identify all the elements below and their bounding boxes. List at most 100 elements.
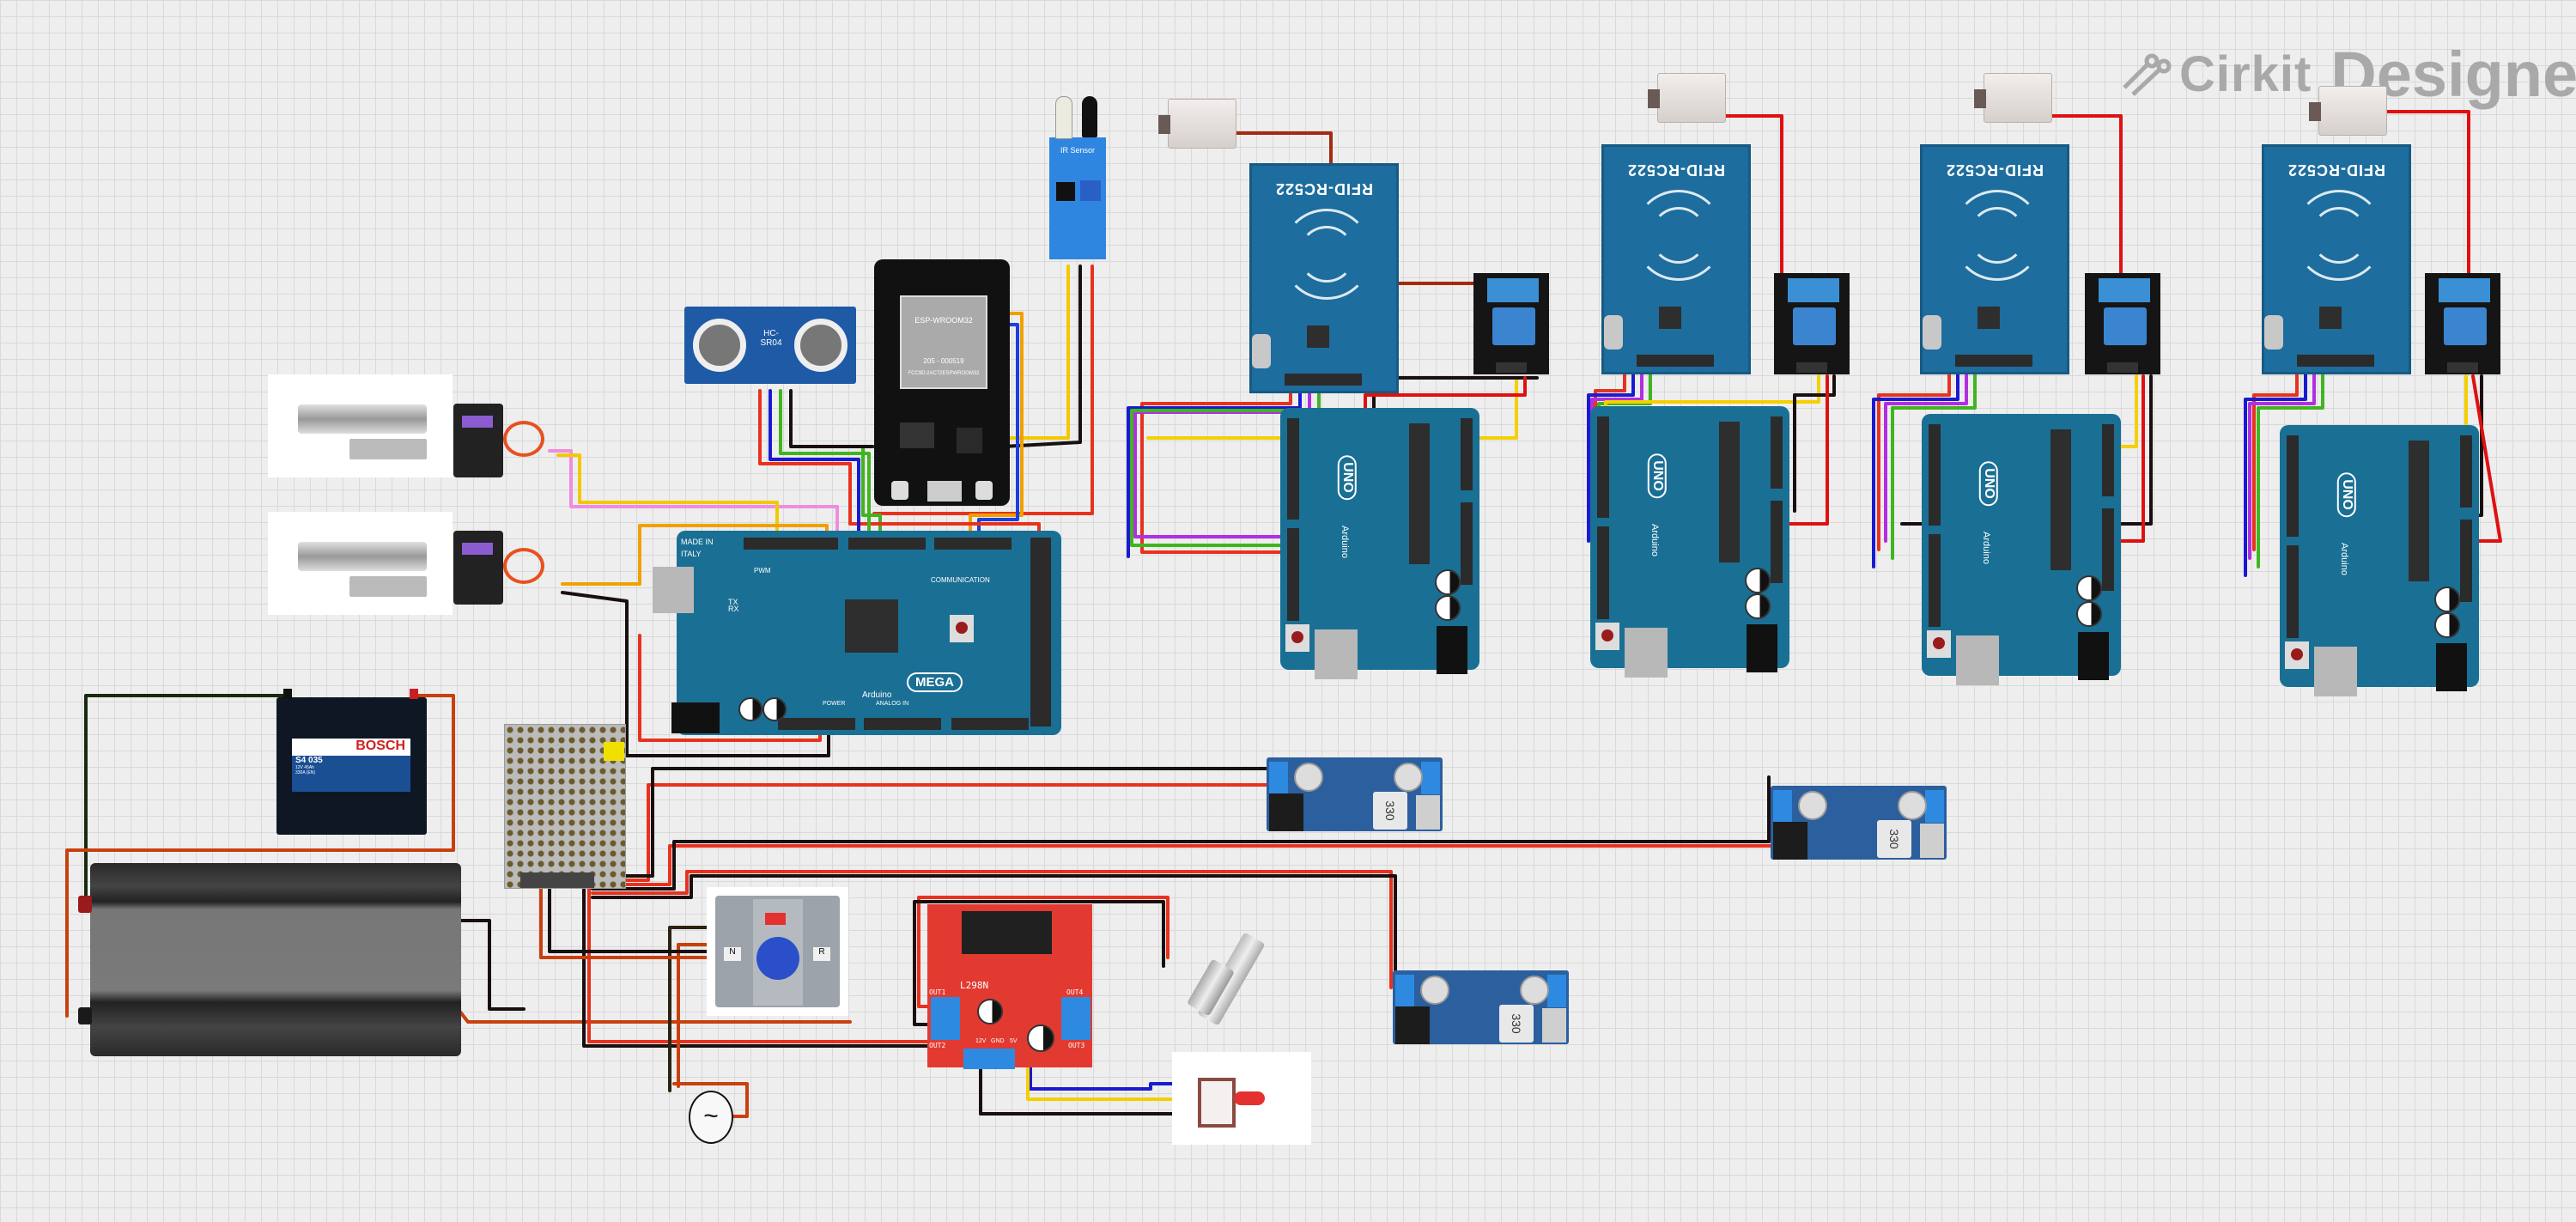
- toggle-switch[interactable]: [1172, 1052, 1311, 1145]
- servo-motor-2[interactable]: [453, 531, 544, 605]
- buck-dc-jack[interactable]: [1395, 1006, 1430, 1044]
- solenoid-lock-1[interactable]: [1158, 99, 1236, 149]
- buck-usb-port[interactable]: [1920, 824, 1944, 858]
- uno-power-header[interactable]: [2102, 508, 2114, 591]
- buck-usb-port[interactable]: [1416, 795, 1440, 830]
- relay-terminal-block[interactable]: [2099, 278, 2150, 302]
- uno-digital-header-2[interactable]: [1929, 534, 1941, 627]
- uno-digital-header-1[interactable]: [1929, 424, 1941, 526]
- pneumatic-cylinder-2[interactable]: [268, 512, 453, 615]
- uno-reset-button[interactable]: [1285, 624, 1309, 652]
- rfid-pin-header[interactable]: [1637, 355, 1714, 367]
- rfid-rc522-reader-3[interactable]: RFID-RC522: [1920, 144, 2069, 374]
- relay-pin-header[interactable]: [2447, 362, 2478, 373]
- relay-module-3[interactable]: [2085, 273, 2160, 374]
- relay-module-2[interactable]: [1774, 273, 1850, 374]
- mega-header-pwm[interactable]: [744, 538, 838, 550]
- relay-terminal-block[interactable]: [1788, 278, 1839, 302]
- uno-digital-header-2[interactable]: [1597, 526, 1609, 619]
- uno-usb-port[interactable]: [1315, 629, 1358, 679]
- uno-dc-jack[interactable]: [1437, 626, 1467, 674]
- ir-sensor[interactable]: IR Sensor: [1049, 137, 1106, 259]
- buck-converter-1[interactable]: 330: [1267, 757, 1443, 831]
- micro-usb-port[interactable]: [927, 481, 962, 502]
- mega-header-power[interactable]: [778, 718, 855, 730]
- hc-sr04-ultrasonic-sensor[interactable]: HC-SR04: [684, 307, 856, 384]
- arduino-uno-3[interactable]: UNO Arduino: [1922, 414, 2121, 685]
- relay-module-1[interactable]: [1473, 273, 1549, 374]
- l298n-out1-terminal[interactable]: [931, 997, 960, 1040]
- rfid-pin-header[interactable]: [1285, 374, 1362, 386]
- inverter-negative-terminal[interactable]: [78, 1007, 92, 1024]
- l298n-out4-terminal[interactable]: [1061, 997, 1091, 1040]
- buck-output-terminal[interactable]: [1421, 762, 1440, 794]
- uno-digital-header-1[interactable]: [2287, 435, 2299, 537]
- uno-reset-button[interactable]: [1927, 630, 1951, 658]
- l298n-power-terminal[interactable]: [963, 1049, 1015, 1069]
- ats-auto-manual-switch[interactable]: [765, 913, 786, 925]
- rfid-rc522-reader-4[interactable]: RFID-RC522: [2262, 144, 2411, 374]
- mega-usb-port[interactable]: [653, 567, 694, 613]
- uno-analog-header[interactable]: [2102, 424, 2114, 496]
- boot-button[interactable]: [975, 481, 993, 500]
- uno-digital-header-1[interactable]: [1287, 418, 1299, 520]
- relay-terminal-block[interactable]: [2439, 278, 2490, 302]
- ats-rotary-knob[interactable]: [756, 937, 799, 980]
- inverter-positive-terminal[interactable]: [78, 896, 92, 913]
- rfid-pin-header[interactable]: [1955, 355, 2032, 367]
- uno-digital-header-1[interactable]: [1597, 416, 1609, 518]
- uno-analog-header[interactable]: [1771, 416, 1783, 489]
- buck-input-terminal[interactable]: [1773, 790, 1792, 823]
- en-button[interactable]: [891, 481, 908, 500]
- arduino-uno-4[interactable]: UNO Arduino: [2280, 425, 2479, 696]
- solenoid-lock-3[interactable]: [1974, 73, 2052, 123]
- bosch-car-battery[interactable]: BOSCH S4 035 12V 45Ah 330A (EN): [276, 689, 427, 835]
- potentiometer-icon[interactable]: [1080, 180, 1101, 201]
- l298n-motor-driver[interactable]: L298N OUT1 OUT4 OUT3 OUT2 12V GND 5V: [927, 904, 1092, 1069]
- esp32-devkit[interactable]: ESP-WROOM32 205 - 000519 FCC9D:2AC72ESPW…: [874, 259, 1010, 506]
- power-inverter[interactable]: [78, 863, 461, 1056]
- uno-reset-button[interactable]: [1595, 623, 1619, 650]
- uno-dc-jack[interactable]: [1747, 624, 1777, 672]
- mega-header-comm[interactable]: [934, 538, 1012, 550]
- relay-pin-header[interactable]: [2107, 362, 2138, 373]
- buck-output-terminal[interactable]: [1925, 790, 1944, 823]
- uno-dc-jack[interactable]: [2436, 643, 2467, 691]
- buck-dc-jack[interactable]: [1269, 793, 1303, 831]
- uno-digital-header-2[interactable]: [2287, 545, 2299, 638]
- servo-motor-1[interactable]: [453, 404, 544, 477]
- buck-input-terminal[interactable]: [1395, 975, 1414, 1007]
- buck-converter-3[interactable]: 330: [1393, 970, 1569, 1044]
- pneumatic-cylinder-1[interactable]: [268, 374, 453, 477]
- relay-terminal-block[interactable]: [1487, 278, 1539, 302]
- uno-power-header[interactable]: [1461, 502, 1473, 585]
- mega-header-digital[interactable]: [848, 538, 926, 550]
- mega-reset-button[interactable]: [950, 615, 974, 642]
- rfid-pin-header[interactable]: [2297, 355, 2374, 367]
- switching-power-supply[interactable]: [504, 724, 626, 889]
- buck-output-terminal[interactable]: [1547, 975, 1566, 1007]
- uno-dc-jack[interactable]: [2078, 632, 2109, 680]
- relay-pin-header[interactable]: [1496, 362, 1527, 373]
- arduino-mega-2560[interactable]: MADE IN ITALY PWM COMMUNICATION TX RX ME…: [671, 531, 1061, 735]
- solenoid-lock-4[interactable]: [2309, 86, 2387, 136]
- arduino-uno-1[interactable]: UNO Arduino: [1280, 408, 1479, 679]
- linear-actuator[interactable]: [1185, 927, 1288, 1026]
- uno-analog-header[interactable]: [1461, 418, 1473, 490]
- uno-digital-header-2[interactable]: [1287, 528, 1299, 621]
- mega-dc-jack[interactable]: [671, 702, 720, 733]
- mega-header-analog2[interactable]: [951, 718, 1029, 730]
- buck-input-terminal[interactable]: [1269, 762, 1288, 794]
- buck-usb-port[interactable]: [1542, 1008, 1566, 1043]
- battery-positive-terminal[interactable]: [410, 689, 418, 699]
- arduino-uno-2[interactable]: UNO Arduino: [1590, 406, 1789, 678]
- automatic-transfer-switch[interactable]: N R: [707, 887, 848, 1016]
- relay-module-4[interactable]: [2425, 273, 2500, 374]
- mega-header-analog[interactable]: [864, 718, 941, 730]
- mega-header-digital-double[interactable]: [1030, 538, 1051, 727]
- buck-dc-jack[interactable]: [1773, 822, 1807, 860]
- uno-usb-port[interactable]: [1625, 628, 1668, 678]
- rfid-rc522-reader-2[interactable]: RFID-RC522: [1601, 144, 1751, 374]
- rfid-rc522-reader-1[interactable]: RFID-RC522: [1249, 163, 1399, 393]
- uno-power-header[interactable]: [1771, 501, 1783, 583]
